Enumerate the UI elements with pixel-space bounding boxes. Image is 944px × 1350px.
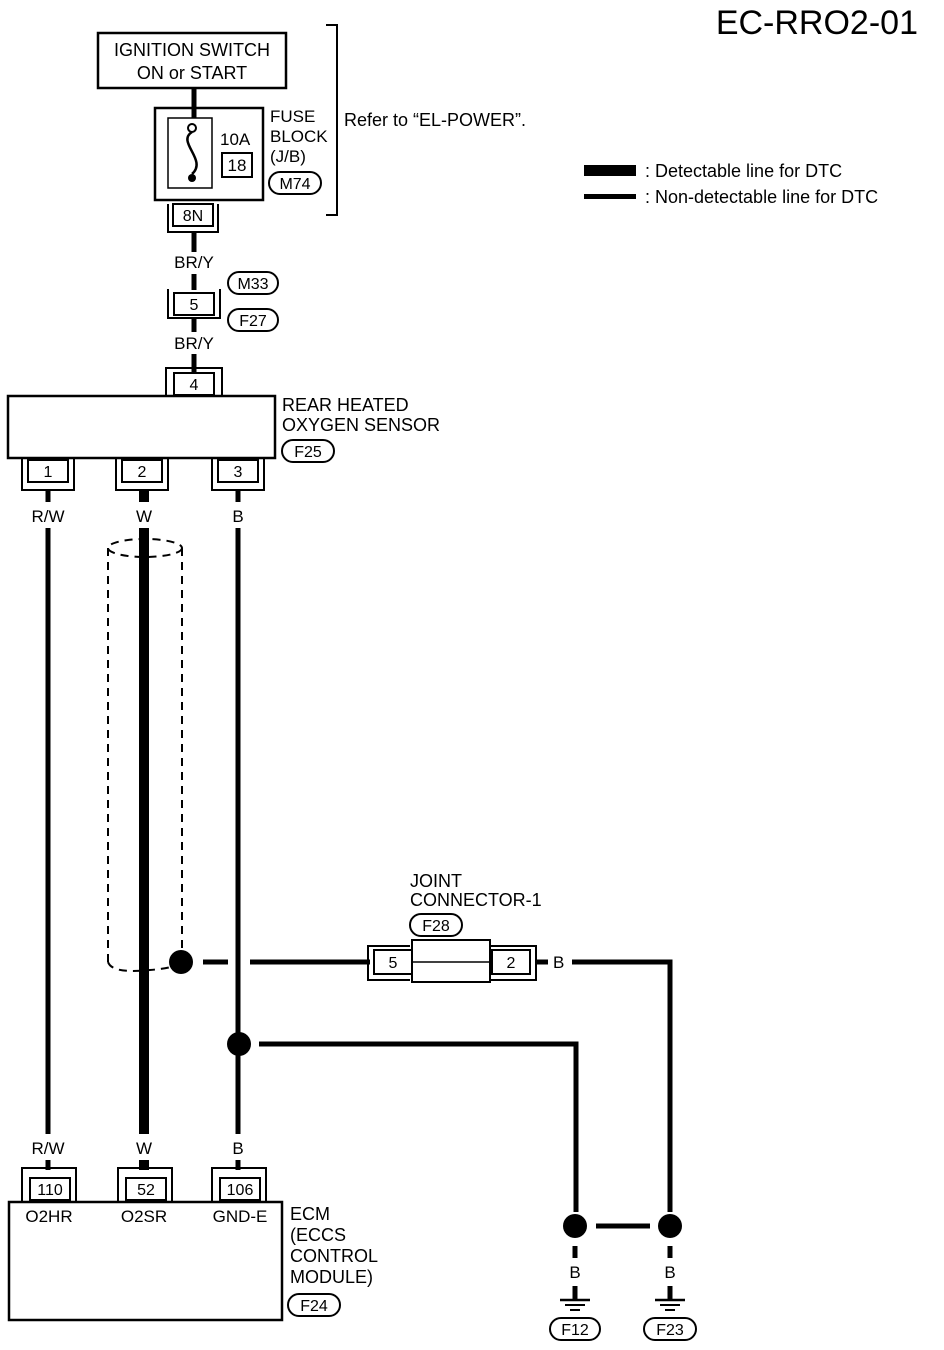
sensor-terminal-2: 2 [138,464,147,481]
harness-terminal-5: 5 [190,297,199,314]
ground-f23-label: F23 [656,1322,684,1339]
fuse-block: 10A 18 FUSE BLOCK (J/B) M74 [153,106,328,202]
ecm-pin-gnde: GND-E [213,1207,268,1226]
legend: : Detectable line for DTC : Non-detectab… [584,161,878,207]
diagram-code: EC-RRO2-01 [716,4,918,42]
ground-splice [227,1032,251,1056]
sensor-label-1: REAR HEATED [282,395,409,415]
ecm: O2HR O2SR GND-E ECM (ECCS CONTROL MODULE… [7,1200,378,1322]
sensor-label-2: OXYGEN SENSOR [282,415,440,435]
ecm-label-2: (ECCS [290,1225,346,1245]
legend-thick-line [584,165,636,176]
legend-thin-line [584,194,636,199]
ecm-terminal-52: 52 [137,1182,155,1199]
ecm-label-4: MODULE) [290,1267,373,1287]
wire-color-w-bottom: W [136,1139,152,1158]
connector-f27-label: F27 [239,313,267,330]
wire-color-rw-bottom: R/W [31,1139,64,1158]
connector-f28 [409,913,463,937]
connector-m33-label: M33 [237,276,268,293]
refer-text: Refer to “EL-POWER”. [344,110,526,130]
ecm-label-3: CONTROL [290,1246,378,1266]
wire-color-w-top: W [136,507,152,526]
ground-f12-label: F12 [561,1322,589,1339]
joint-terminal-5: 5 [389,955,398,972]
fuse-number: 18 [228,156,247,175]
wire-splice-to-ground [259,1041,579,1212]
wire-color-rw-top: R/W [31,507,64,526]
fuse-block-label-3: (J/B) [270,147,306,166]
legend-detectable: : Detectable line for DTC [645,161,842,181]
connector-f24-label: F24 [300,1298,328,1315]
connector-m33 [227,271,279,295]
joint-out-wire-color: B [553,953,564,972]
sensor-terminal-4-label: 4 [190,377,199,394]
ignition-switch: IGNITION SWITCH ON or START [96,31,288,90]
ground-splice-right [658,1214,682,1238]
fuse-block-label-1: FUSE [270,107,315,126]
connector-f28-label: F28 [422,918,450,935]
ecm-pin-o2sr: O2SR [121,1207,167,1226]
sensor-terminal-4: 4 [165,367,223,396]
connector-f24 [287,1293,341,1317]
fuse-symbol [186,130,198,175]
joint-terminal-2: 2 [507,955,516,972]
ecm-terminals: 110 52 106 [21,1167,267,1202]
connector-f27 [227,308,279,332]
ignition-label-1: IGNITION SWITCH [114,40,270,60]
joint-connector-1: JOINT CONNECTOR-1 F28 5 2 [367,871,542,983]
ground-f12: B F12 [549,1246,601,1341]
fuse-block-label-2: BLOCK [270,127,328,146]
ground-f12-wire-color: B [569,1263,580,1282]
sensor-terminal-1: 1 [44,464,53,481]
terminal-8n: 8N [167,203,219,233]
ground-f23: B F23 [643,1246,697,1341]
shield-splice [169,950,193,974]
sensor-terminals-bottom: 1 2 3 [21,458,265,491]
rear-heated-oxygen-sensor: REAR HEATED OXYGEN SENSOR F25 [6,394,440,463]
terminal-8n-label: 8N [183,208,203,225]
wire-color-b-bottom: B [232,1139,243,1158]
joint-label-2: CONNECTOR-1 [410,890,542,910]
fuse-amp: 10A [220,130,251,149]
ecm-label-1: ECM [290,1204,330,1224]
wire-color-b-top: B [232,507,243,526]
connector-m74-label: M74 [279,176,310,193]
wire-joint-to-ground [572,959,673,1212]
connector-m74 [268,171,322,195]
wire-color-bry-2: BR/Y [174,334,214,353]
ignition-label-2: ON or START [137,63,247,83]
el-power-bracket: Refer to “EL-POWER”. [326,24,526,216]
connector-f25 [281,439,335,463]
harness-connector: 5 M33 F27 [167,271,279,332]
joint-label-1: JOINT [410,871,462,891]
legend-non-detectable: : Non-detectable line for DTC [645,187,878,207]
ground-f23-wire-color: B [664,1263,675,1282]
connector-f25-label: F25 [294,444,322,461]
ecm-pin-o2hr: O2HR [25,1207,72,1226]
wire-color-bry-1: BR/Y [174,253,214,272]
ground-splice-left [563,1214,587,1238]
ecm-terminal-106: 106 [227,1182,254,1199]
ecm-terminal-110: 110 [37,1182,63,1199]
sensor-terminal-3: 3 [234,464,243,481]
